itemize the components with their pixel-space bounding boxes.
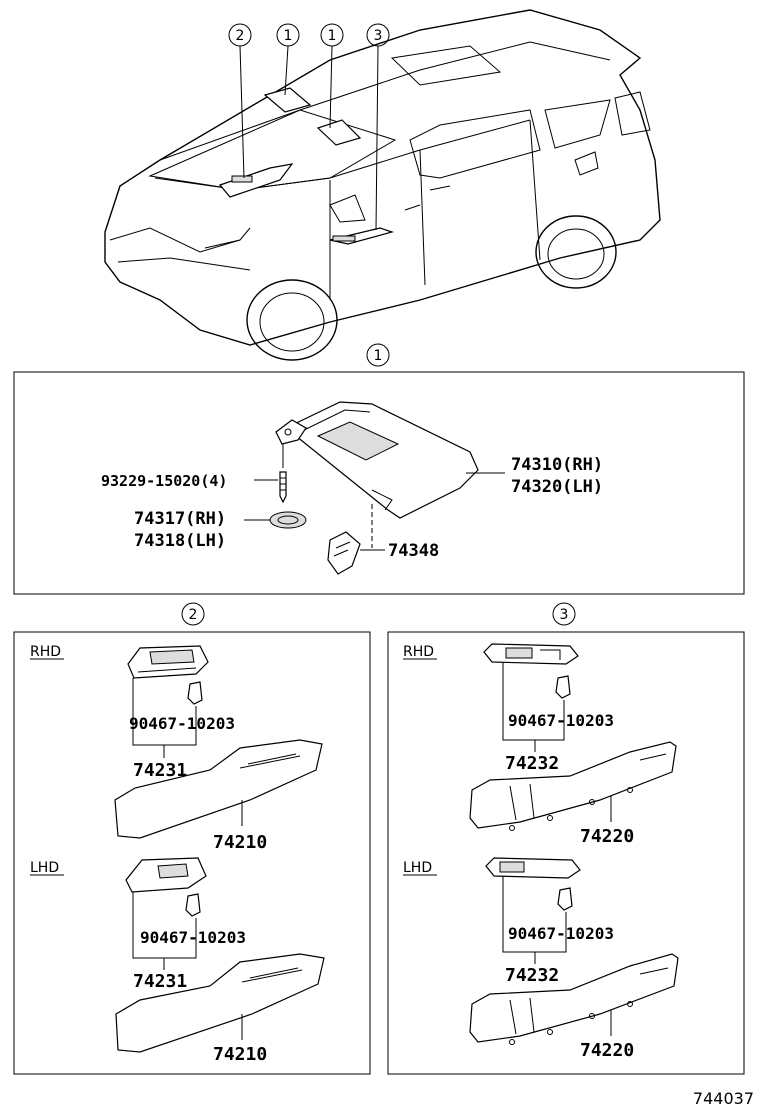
diagram-id: 744037 bbox=[693, 1089, 754, 1108]
fastener-lhd-3 bbox=[557, 887, 573, 911]
sun-visor bbox=[284, 401, 479, 519]
label-visor-rh: 74310(RH) bbox=[511, 455, 603, 475]
fastener-lhd-2 bbox=[185, 893, 201, 917]
switch-base-lhd-2 bbox=[125, 857, 207, 893]
label-screw: 93229-15020(4) bbox=[101, 472, 227, 490]
label-rhd-3: RHD bbox=[403, 644, 434, 660]
switch-base-lhd-3 bbox=[485, 857, 581, 879]
callout-1-top-b: 1 bbox=[320, 23, 344, 47]
callout-1-top-a: 1 bbox=[276, 23, 300, 47]
label-base-rhd-2: 74231 bbox=[133, 760, 187, 781]
label-armrest-lhd-2: 74210 bbox=[213, 1044, 267, 1065]
label-fastener-rhd-2: 90467-10203 bbox=[129, 714, 235, 733]
label-armrest-rhd-3: 74220 bbox=[580, 826, 634, 847]
callout-2-top: 2 bbox=[228, 23, 252, 47]
callout-2-section: 2 bbox=[181, 602, 205, 626]
svg-text:3: 3 bbox=[374, 28, 383, 44]
visor-holder bbox=[269, 511, 307, 529]
label-base-rhd-3: 74232 bbox=[505, 753, 559, 774]
label-armrest-lhd-3: 74220 bbox=[580, 1040, 634, 1061]
armrest-rhd-3 bbox=[469, 741, 677, 831]
section-1-frame bbox=[13, 371, 745, 595]
visor-clip bbox=[327, 504, 373, 575]
svg-text:3: 3 bbox=[560, 607, 569, 623]
fastener-rhd-2 bbox=[187, 681, 203, 705]
fastener-rhd-3 bbox=[555, 675, 571, 699]
section-2-frame bbox=[13, 631, 371, 1075]
label-base-lhd-3: 74232 bbox=[505, 965, 559, 986]
label-lhd-3: LHD bbox=[403, 860, 432, 876]
label-fastener-lhd-3: 90467-10203 bbox=[508, 924, 614, 943]
svg-text:1: 1 bbox=[328, 28, 337, 44]
label-holder-lh: 74318(LH) bbox=[134, 531, 226, 551]
armrest-rhd-2 bbox=[114, 739, 323, 839]
armrest-lhd-3 bbox=[469, 953, 679, 1045]
label-visor-lh: 74320(LH) bbox=[511, 477, 603, 497]
label-lhd-2: LHD bbox=[30, 860, 59, 876]
svg-text:2: 2 bbox=[189, 607, 198, 623]
screw bbox=[279, 444, 287, 504]
label-fastener-rhd-3: 90467-10203 bbox=[508, 711, 614, 730]
callout-3-section: 3 bbox=[552, 602, 576, 626]
label-clip: 74348 bbox=[388, 541, 439, 561]
callout-1-section: 1 bbox=[366, 343, 390, 367]
label-base-lhd-2: 74231 bbox=[133, 971, 187, 992]
svg-text:1: 1 bbox=[374, 348, 383, 364]
label-armrest-rhd-2: 74210 bbox=[213, 832, 267, 853]
label-rhd-2: RHD bbox=[30, 644, 61, 660]
visor-bracket bbox=[275, 419, 307, 445]
svg-text:1: 1 bbox=[284, 28, 293, 44]
callout-3-top: 3 bbox=[366, 23, 390, 47]
vehicle-illustration bbox=[104, 9, 661, 361]
section-3-frame bbox=[387, 631, 745, 1075]
switch-base-rhd-2 bbox=[127, 645, 209, 679]
svg-text:2: 2 bbox=[236, 28, 245, 44]
label-fastener-lhd-2: 90467-10203 bbox=[140, 928, 246, 947]
switch-base-rhd-3 bbox=[483, 643, 579, 665]
armrest-lhd-2 bbox=[115, 953, 325, 1053]
label-holder-rh: 74317(RH) bbox=[134, 509, 226, 529]
